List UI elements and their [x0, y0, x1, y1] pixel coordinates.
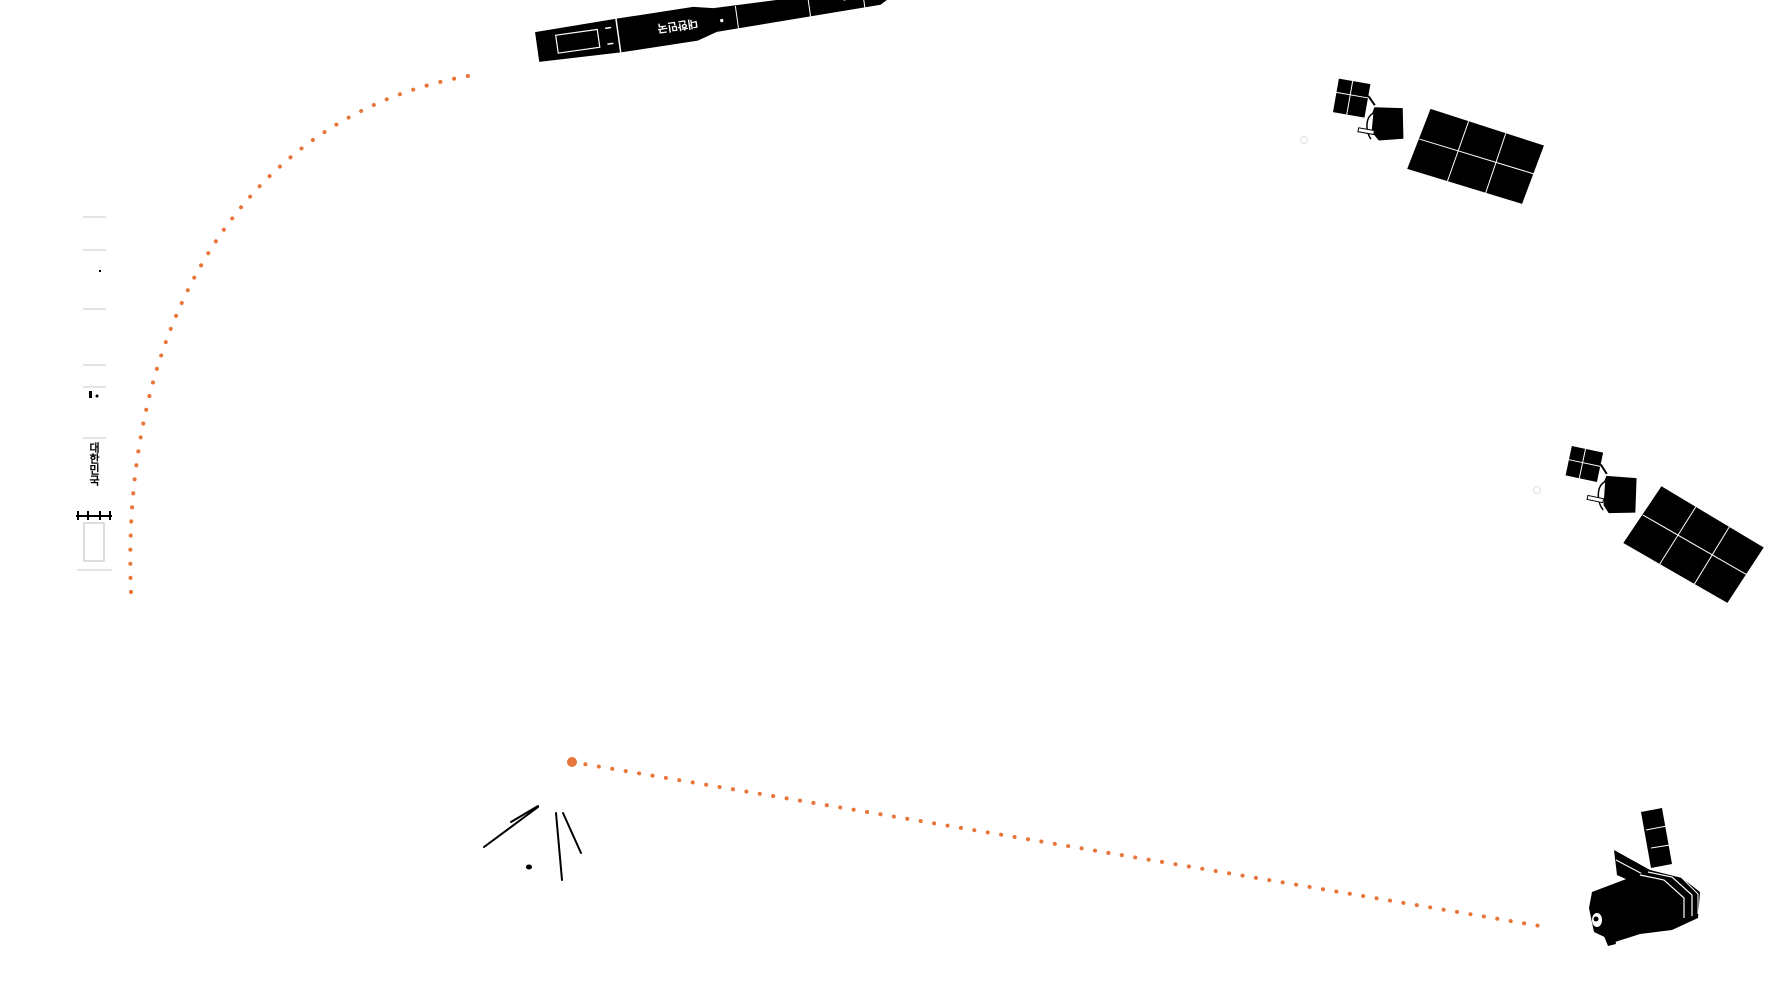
satellite-icon: [1332, 78, 1544, 204]
debris-icon: [483, 805, 582, 881]
satellite-glint: [1533, 486, 1541, 494]
satellite-glint: [1300, 136, 1308, 144]
rocket-flying-icon: 대한민국: [535, 0, 896, 62]
deorbit-trajectory: [567, 757, 1542, 928]
satellite-icon: [1565, 445, 1764, 603]
launch-trajectory: [128, 72, 482, 594]
rocket-marking-vertical: 대한민국: [88, 441, 101, 487]
rocket-upright-icon: [76, 216, 112, 571]
origin-dot: [567, 757, 577, 767]
satellite-tumbling-icon: [1589, 808, 1700, 946]
rocket-marking-horizontal: 대한민국: [657, 16, 699, 35]
